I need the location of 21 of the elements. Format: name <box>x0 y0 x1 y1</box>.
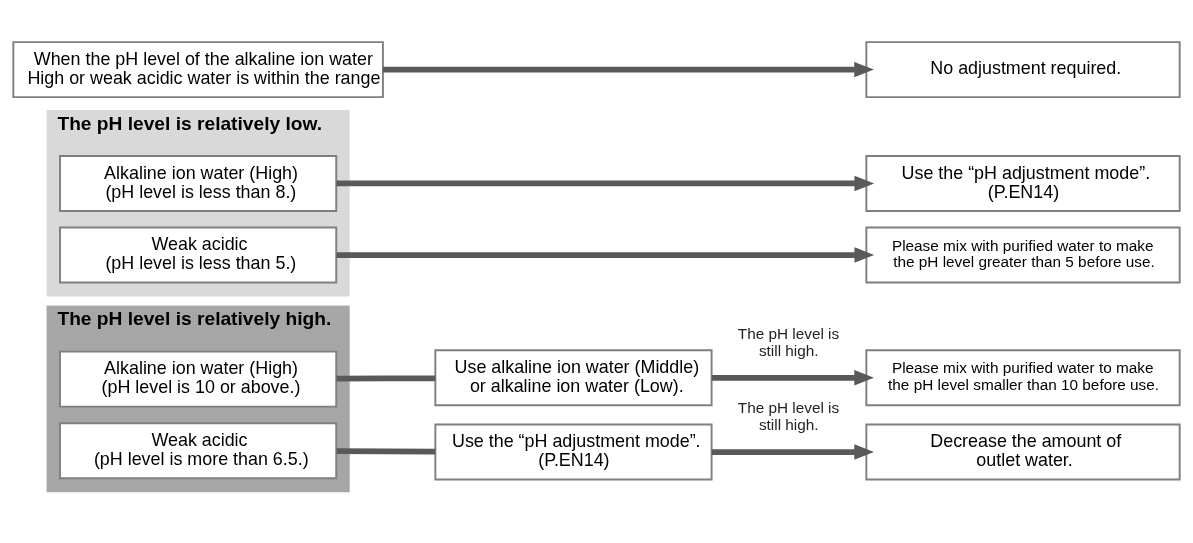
edge-label: The pH level is still high. <box>737 324 840 359</box>
edge-label: The pH level is still high. <box>737 398 840 433</box>
node-box: Use alkaline ion water (Middle) or alkaline ion water (Low). <box>434 348 713 406</box>
node-box: Please mix with purified water to make the pH level smaller than 10 before use. <box>865 348 1181 406</box>
node-box: Please mix with purified water to make the pH level greater than 5 before use. <box>865 226 1181 283</box>
node-box: Use the “pH adjustment mode”. (P.EN14) <box>865 154 1181 212</box>
node-box: Weak acidic (pH level is less than 5.) <box>59 226 338 283</box>
node-box: When the pH level of the alkaline ion water High or weak acidic water is within the range <box>12 40 384 98</box>
arrow <box>336 175 875 191</box>
node-box: Decrease the amount of outlet water. <box>865 423 1181 480</box>
arrow <box>336 246 875 263</box>
arrow <box>711 369 874 386</box>
node-box: No adjustment required. <box>865 40 1181 98</box>
connector <box>336 374 436 381</box>
node-box: Alkaline ion water (High) (pH level is 10 or above.) <box>59 350 338 408</box>
arrow <box>711 443 874 460</box>
node-box: Alkaline ion water (High) (pH level is less than 8.) <box>59 154 338 212</box>
node-box: Use the “pH adjustment mode”. (P.EN14) <box>434 423 713 480</box>
connector <box>336 447 436 454</box>
node-box: Weak acidic (pH level is more than 6.5.) <box>59 421 338 479</box>
arrow <box>382 61 874 77</box>
